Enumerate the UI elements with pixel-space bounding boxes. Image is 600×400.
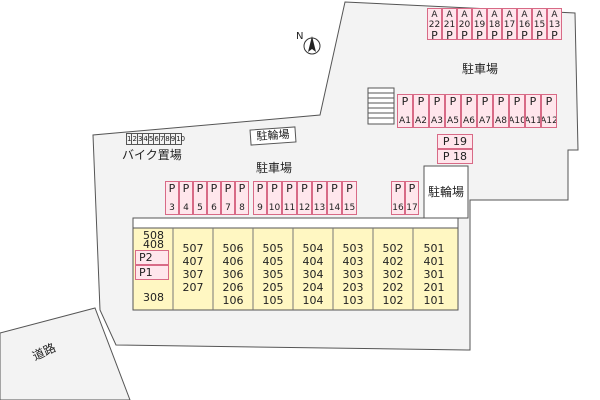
unit-dividers — [172, 228, 414, 310]
unit-508: 508 — [143, 229, 164, 242]
parking-label-top: 駐車場 — [462, 62, 499, 76]
building-body — [132, 227, 459, 311]
bicycle-parking-sign: 駐輪場 — [249, 126, 297, 146]
stairs — [367, 87, 395, 125]
parking-label-mid: 駐車場 — [256, 161, 293, 175]
parking-slot-p19: P 19 — [437, 134, 473, 149]
bicycle-area-right — [423, 165, 469, 219]
unit-308: 308 — [143, 291, 164, 304]
parking-slot-p18: P 18 — [437, 149, 473, 164]
road-shape — [0, 307, 131, 400]
bike-parking-label: バイク置場 — [122, 148, 182, 162]
bicycle-parking-label-center: 駐輪場 — [256, 127, 290, 144]
compass-letter: N — [296, 31, 304, 42]
parking-slot-p1: P1 — [135, 265, 169, 280]
bicycle-parking-label-right: 駐輪場 — [428, 185, 465, 199]
unit-408: 408 — [143, 238, 164, 251]
parking-slot-p2: P2 — [135, 250, 169, 265]
north-arrow-icon — [303, 36, 321, 55]
